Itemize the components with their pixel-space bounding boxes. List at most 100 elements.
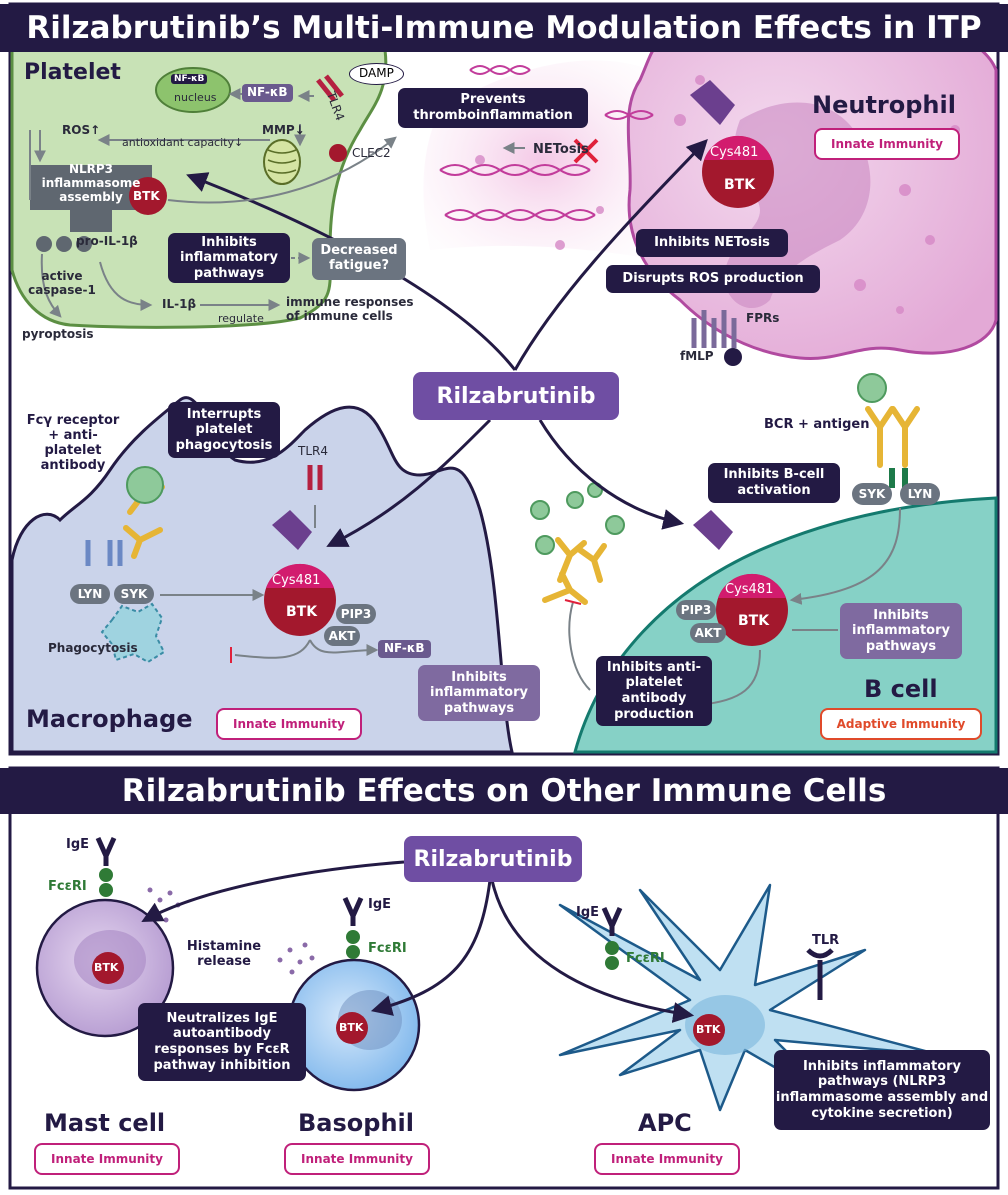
block-x-icon: [573, 138, 599, 164]
nlrp3-label: NLRP3 inflammasome assembly: [41, 162, 141, 204]
inhibits-netosis-box: Inhibits NETosis: [636, 229, 788, 257]
arrow-to-neutrophil: [513, 138, 708, 371]
phagocytosis-label: Phagocytosis: [48, 641, 138, 655]
dna-strands: [439, 65, 654, 221]
syk-macrophage-label: SYK: [114, 584, 154, 604]
akt-macrophage-label: AKT: [324, 626, 360, 646]
immune-responses-label: immune responses of immune cells: [286, 295, 414, 323]
fceri-apc-label: FcεRI: [626, 951, 665, 966]
decreased-fatigue-box: Decreased fatigue?: [312, 238, 406, 280]
akt-bcell-label: AKT: [690, 623, 726, 643]
fc-receptor-icon: [85, 540, 123, 566]
syk-bcell-label: SYK: [852, 483, 892, 505]
pyroptosis-label: pyroptosis: [22, 327, 94, 341]
neutrophil-title: Neutrophil: [812, 91, 956, 119]
platelet-inhibits-box: Inhibits inflammatory pathways: [168, 233, 290, 283]
antigen-icons: [126, 373, 887, 555]
caspase-dot: [56, 236, 72, 252]
regulate-label: regulate: [218, 312, 264, 325]
il1b-label: IL-1β: [162, 297, 197, 311]
apc-inhibits-box: Inhibits inflammatory pathways (NLRP3 in…: [774, 1050, 990, 1130]
prevents-thromboinflammation-box: Prevents thromboinflammation: [398, 88, 588, 128]
active-caspase-label: active caspase-1: [28, 269, 96, 297]
phagocytosed-platelet-icon: [100, 602, 166, 664]
btk-bcell-icon: [693, 510, 788, 646]
histamine-label: Histamine release: [186, 939, 262, 969]
nfkb-macrophage-label: NF-κB: [378, 640, 431, 658]
caspase-dot: [76, 236, 92, 252]
btk-apc-label: BTK: [696, 1023, 721, 1036]
drug-label-bottom: Rilzabrutinib: [404, 836, 582, 882]
antioxidant-label: antioxidant capacity↓: [122, 136, 244, 149]
inhibits-bcell-activation-box: Inhibits B-cell activation: [708, 463, 840, 503]
ige-receptor-icons: [95, 836, 623, 970]
pip3-macrophage-label: PIP3: [336, 604, 376, 624]
anti-platelet-antibody-box: Inhibits anti-platelet antibody producti…: [596, 656, 712, 726]
arrow-to-macrophage: [326, 418, 492, 547]
arrow-to-bcell: [538, 419, 685, 530]
lyn-bcell-label: LYN: [900, 483, 940, 505]
btk-bcell-label: BTK: [738, 613, 770, 629]
interrupts-phagocytosis-box: Interrupts platelet phagocytosis: [168, 402, 280, 458]
neutralizes-ige-box: Neutralizes IgE autoantibody responses b…: [138, 1003, 306, 1081]
btk-platelet-icon: [129, 177, 167, 215]
damp-label: DAMP: [349, 63, 404, 85]
clec2-receptor-icon: [329, 144, 347, 162]
btk-neutrophil-label: BTK: [724, 177, 756, 193]
bcell-inhibits-box: Inhibits inflammatory pathways: [840, 603, 962, 659]
platelet-title: Platelet: [24, 60, 121, 85]
arrow-to-mast: [141, 860, 405, 923]
lyn-macrophage-label: LYN: [70, 584, 110, 604]
bcell-title: B cell: [864, 675, 938, 703]
mitochondria-icon: [263, 139, 301, 185]
basophil-innate-pill: Innate Immunity: [284, 1143, 430, 1175]
btk-basophil-label: BTK: [339, 1021, 364, 1034]
fmlp-ligand: [724, 348, 742, 366]
ige-basophil-label: IgE: [368, 897, 392, 912]
top-banner: Rilzabrutinib’s Multi-Immune Modulation …: [0, 4, 1008, 52]
tlr4-macrophage-icon: [307, 465, 323, 490]
btk-neutrophil-icon: [690, 80, 774, 208]
bcr-antigen-label: BCR + antigen: [764, 417, 870, 432]
macrophage-title: Macrophage: [26, 705, 193, 733]
apc-innate-pill: Innate Immunity: [594, 1143, 740, 1175]
fmlp-label: fMLP: [680, 349, 714, 363]
tlr4-macrophage-label: TLR4: [298, 444, 328, 458]
ros-label: ROS↑: [62, 123, 101, 137]
arrow-to-basophil: [370, 879, 492, 1016]
tlr-label: TLR: [812, 933, 840, 948]
cys481-neutrophil-label: Cys481: [710, 145, 759, 160]
pip3-bcell-label: PIP3: [676, 600, 716, 620]
neutrophil-innate-pill: Innate Immunity: [814, 128, 960, 160]
nfkb-label: NF-κB: [242, 84, 293, 102]
mast-innate-pill: Innate Immunity: [34, 1143, 180, 1175]
caspase-dot: [36, 236, 52, 252]
tlr-receptor-icon: [806, 948, 834, 1000]
mast-cell-title: Mast cell: [44, 1109, 166, 1137]
nfkb-nucleus-label: NF-κB: [171, 74, 208, 85]
fceri-basophil-label: FcεRI: [368, 941, 407, 956]
fceri-mast-label: FcεRI: [48, 879, 87, 894]
basophil-title: Basophil: [298, 1109, 414, 1137]
mmp-label: MMP↓: [262, 123, 305, 137]
clec2-label: CLEC2: [352, 146, 391, 160]
bottom-banner: Rilzabrutinib Effects on Other Immune Ce…: [0, 768, 1008, 814]
bcell-adaptive-pill: Adaptive Immunity: [820, 708, 982, 740]
ige-apc-label: IgE: [576, 905, 600, 920]
btk-apc-icon: [693, 1014, 725, 1046]
btk-macrophage-label: BTK: [286, 604, 318, 620]
fprs-receptor-icon: [691, 310, 737, 348]
netosis-label: NETosis: [533, 142, 589, 157]
pathway-arrows: [30, 88, 901, 706]
btk-basophil-icon: [336, 1012, 368, 1044]
tlr4-platelet-icon: [316, 74, 344, 102]
fprs-label: FPRs: [746, 311, 780, 325]
btk-mast-label: BTK: [94, 961, 119, 974]
btk-platelet-label: BTK: [133, 189, 160, 203]
btk-mast-icon: [92, 952, 124, 984]
btk-macrophage-icon: [264, 510, 336, 636]
apc-title: APC: [638, 1109, 692, 1137]
fcy-receptor-label: Fcγ receptor + anti-platelet antibody: [26, 413, 120, 473]
arrow-to-apc: [490, 879, 695, 1023]
